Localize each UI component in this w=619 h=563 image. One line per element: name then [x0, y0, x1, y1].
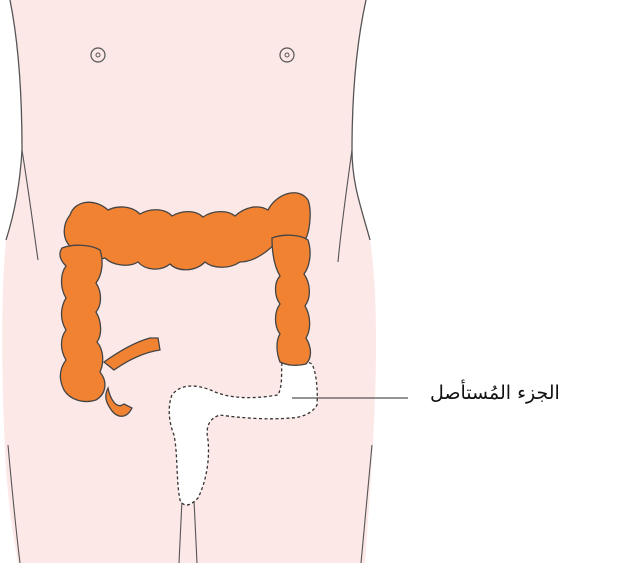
ascending-colon	[60, 245, 105, 401]
removed-part-label: الجزء المُستأصل	[430, 382, 615, 404]
descending-colon	[272, 235, 311, 365]
